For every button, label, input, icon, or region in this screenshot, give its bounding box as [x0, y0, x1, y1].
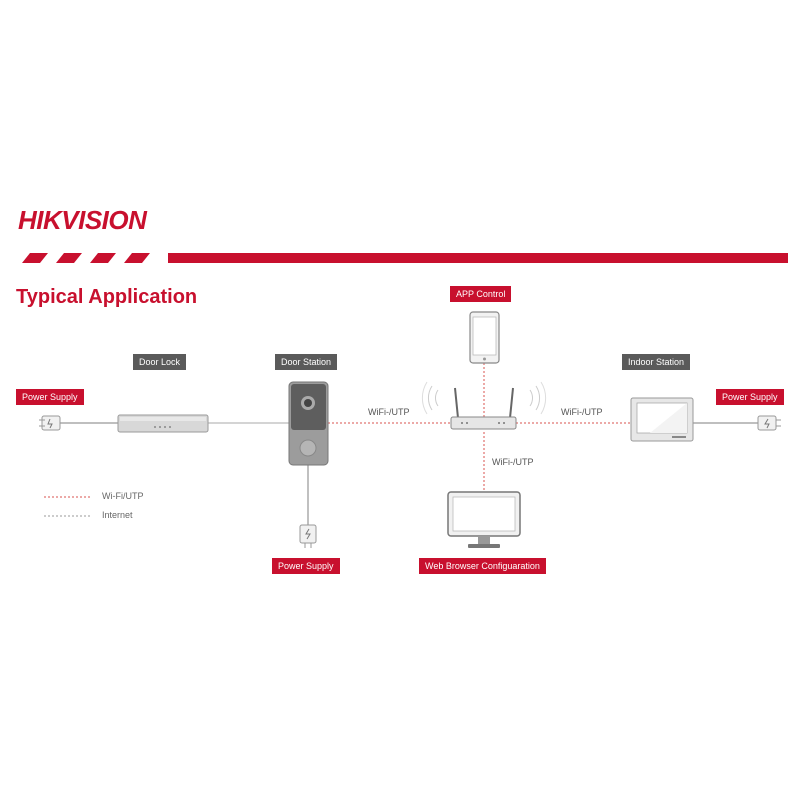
router-icon — [421, 381, 547, 430]
legend-internet: Internet — [102, 510, 133, 520]
link-label-right: WiFi-/UTP — [561, 407, 603, 417]
hikvision-logo: HIKVISION — [18, 205, 147, 235]
door-lock-label: Door Lock — [133, 354, 187, 370]
link-label-down: WiFi-/UTP — [492, 457, 534, 467]
smartphone-icon — [469, 311, 500, 364]
door-station-label: Door Station — [275, 354, 338, 370]
web-browser-label: Web Browser Configuaration — [419, 558, 546, 574]
header-stripe-bar — [22, 253, 788, 263]
door-station-icon — [288, 381, 329, 466]
plug-icon — [299, 524, 317, 548]
indoor-station-label: Indoor Station — [622, 354, 691, 370]
indoor-station-icon — [630, 397, 694, 442]
app-control-label: APP Control — [450, 286, 512, 302]
page-title: Typical Application — [16, 286, 198, 308]
door-lock-icon — [117, 414, 209, 433]
link-label-left: WiFi-/UTP — [368, 407, 410, 417]
power-supply-left-label: Power Supply — [16, 389, 84, 405]
plug-icon — [39, 415, 61, 431]
plug-icon — [757, 415, 781, 431]
power-supply-bottom-label: Power Supply — [272, 558, 340, 574]
legend-wifi-utp: Wi-Fi/UTP — [102, 491, 144, 501]
power-supply-right-label: Power Supply — [716, 389, 784, 405]
monitor-icon — [447, 491, 521, 548]
